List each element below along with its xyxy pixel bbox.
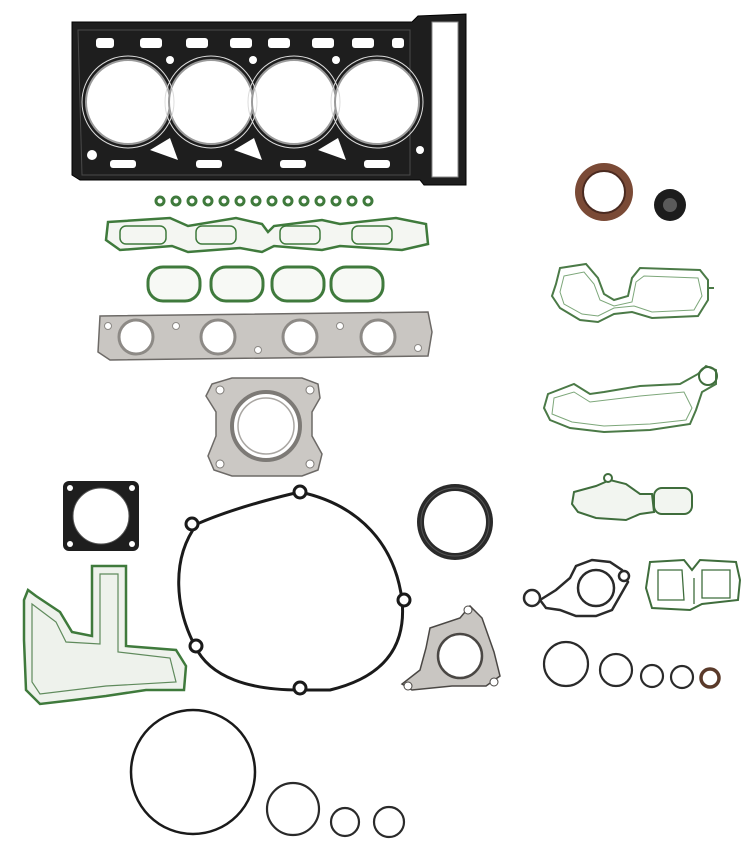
- oil-filter-housing-gasket: [522, 558, 631, 618]
- thermostat-gasket: [570, 473, 693, 522]
- timing-cover-gasket: [177, 484, 412, 696]
- right-o-rings: [542, 640, 695, 690]
- upper-cover-gasket: [550, 262, 714, 324]
- valve-cover-gasket: [104, 216, 430, 254]
- bottom-o-rings: [265, 781, 406, 839]
- lower-cover-gasket: [542, 364, 718, 434]
- water-pump-gasket: [400, 604, 501, 691]
- small-brown-o-ring: [699, 667, 721, 689]
- intake-manifold-gaskets: [146, 265, 385, 303]
- throttle-body-gasket: [63, 481, 139, 551]
- exhaust-manifold-gasket: [97, 311, 433, 361]
- cylinder-head-gasket: [71, 13, 467, 186]
- camshaft-seal: [654, 189, 686, 221]
- front-crank-seal: [575, 163, 633, 221]
- oil-pan-gasket: [22, 564, 188, 706]
- valve-stem-seals: [154, 195, 374, 207]
- large-o-ring: [129, 708, 257, 836]
- crankshaft-seal: [417, 484, 493, 560]
- oil-cooler-gasket: [644, 558, 742, 612]
- turbo-flange-gasket: [205, 377, 323, 477]
